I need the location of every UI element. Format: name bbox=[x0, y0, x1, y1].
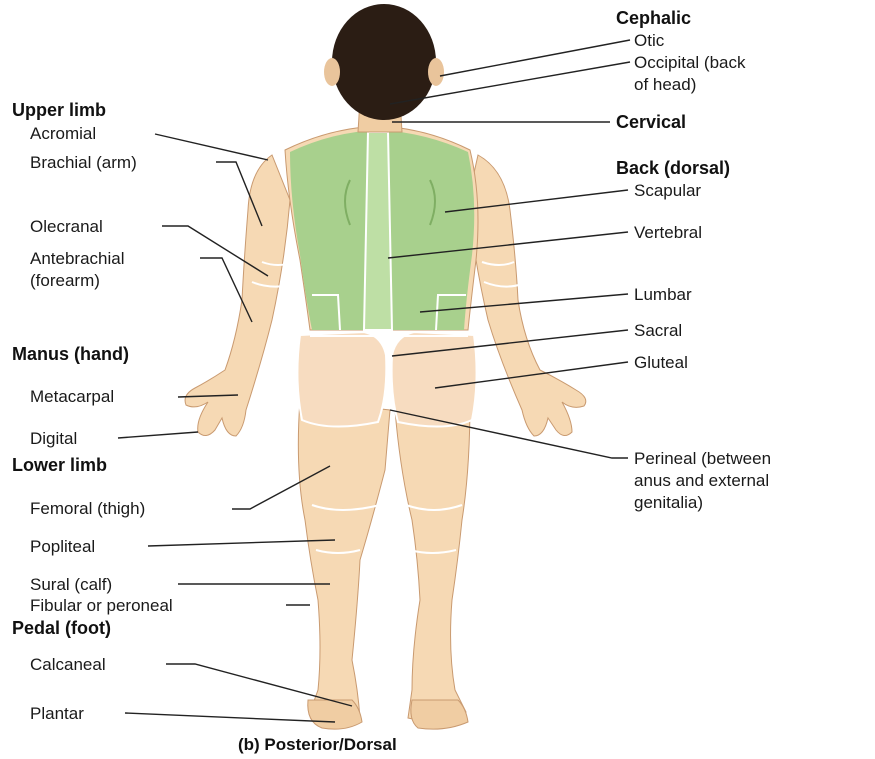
label-fibular: Fibular or peroneal bbox=[30, 595, 173, 616]
header-cervical: Cervical bbox=[616, 112, 686, 133]
label-antebrachial-line2: (forearm) bbox=[30, 270, 100, 291]
header-pedal: Pedal (foot) bbox=[12, 618, 111, 639]
label-occipital-line2: of head) bbox=[634, 74, 696, 95]
label-brachial: Brachial (arm) bbox=[30, 152, 137, 173]
label-lumbar: Lumbar bbox=[634, 284, 692, 305]
header-lower-limb: Lower limb bbox=[12, 455, 107, 476]
header-manus: Manus (hand) bbox=[12, 344, 129, 365]
label-acromial: Acromial bbox=[30, 123, 96, 144]
header-upper-limb: Upper limb bbox=[12, 100, 106, 121]
label-sacral: Sacral bbox=[634, 320, 682, 341]
legs bbox=[298, 400, 470, 729]
label-plantar: Plantar bbox=[30, 703, 84, 724]
figure-caption: (b) Posterior/Dorsal bbox=[238, 735, 397, 755]
label-gluteal: Gluteal bbox=[634, 352, 688, 373]
label-calcaneal: Calcaneal bbox=[30, 654, 106, 675]
label-perineal-line2: anus and external bbox=[634, 470, 769, 491]
label-popliteal: Popliteal bbox=[30, 536, 95, 557]
label-olecranal: Olecranal bbox=[30, 216, 103, 237]
label-digital: Digital bbox=[30, 428, 77, 449]
label-femoral: Femoral (thigh) bbox=[30, 498, 145, 519]
label-perineal-line3: genitalia) bbox=[634, 492, 703, 513]
label-otic: Otic bbox=[634, 30, 664, 51]
label-scapular: Scapular bbox=[634, 180, 701, 201]
label-sural: Sural (calf) bbox=[30, 574, 112, 595]
label-vertebral: Vertebral bbox=[634, 222, 702, 243]
label-metacarpal: Metacarpal bbox=[30, 386, 114, 407]
head bbox=[324, 4, 444, 120]
header-back: Back (dorsal) bbox=[616, 158, 730, 179]
header-cephalic: Cephalic bbox=[616, 8, 691, 29]
label-antebrachial-line1: Antebrachial bbox=[30, 248, 125, 269]
label-perineal-line1: Perineal (between bbox=[634, 448, 771, 469]
vertebral-region bbox=[364, 132, 392, 330]
label-occipital-line1: Occipital (back bbox=[634, 52, 745, 73]
